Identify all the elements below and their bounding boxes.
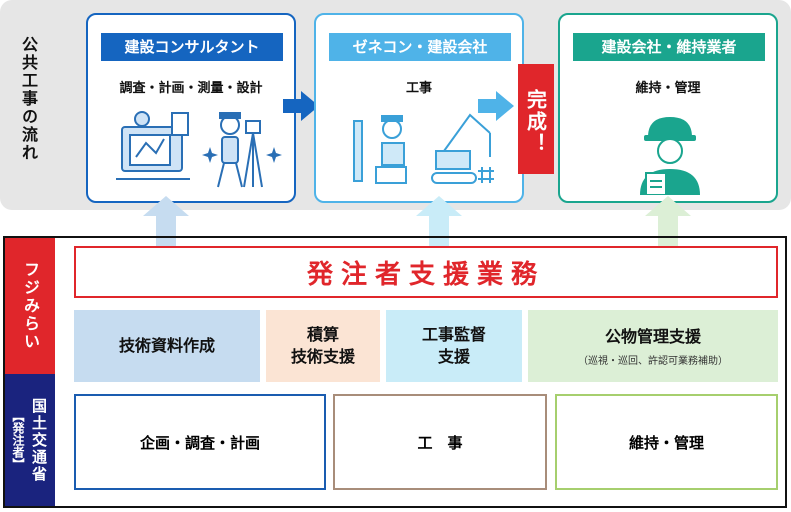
stage-header-contractor: ゼネコン・建設会社 [329,33,511,61]
completion-badge: 完成！ [518,64,554,174]
arrow-up-icon [416,196,462,248]
stage-work-contractor: 工事 [405,81,432,96]
mlit-item-label: 企画・調査・計画 [139,433,260,452]
mlit-item-planning: 企画・調査・計画 [74,394,326,490]
support-item-label: 公物管理支援 [604,326,701,346]
support-item-label: 工事監督 [421,325,486,344]
stage-header-consultant: 建設コンサルタント [101,33,283,61]
support-item-estimation: 積算 技術支援 [266,310,380,382]
stage-header-maintenance: 建設会社・維持業者 [573,33,765,61]
support-item-label: 技術資料作成 [118,336,215,355]
support-title-box: 発注者支援業務 [74,246,778,298]
mlit-label: 国土交通省 [30,397,48,483]
survey-design-illustration [116,111,282,188]
stage-card-maintenance: 建設会社・維持業者 維持・管理 [558,13,778,203]
support-item-technical-docs: 技術資料作成 [74,310,260,382]
support-section-frame [3,236,787,508]
arrow-up-icon [143,196,189,248]
stage-work-maintenance: 維持・管理 [635,81,701,96]
support-item-label: 技術支援 [290,347,355,366]
arrow-up-icon [645,196,691,248]
fujimirai-sidebar: フジみらい [5,238,55,374]
support-item-label: 積算 [306,325,339,344]
construction-illustration [353,113,494,184]
fujimirai-label: フジみらい [21,261,40,351]
mlit-item-label: 維持・管理 [628,433,704,452]
maintenance-worker-illustration [640,117,700,195]
mlit-item-label: 工 事 [417,433,463,452]
mlit-sub-label: 【発注者】 [11,410,25,470]
support-item-supervision: 工事監督 支援 [386,310,522,382]
flow-label: 公共工事の流れ [19,36,38,162]
support-title: 発注者支援業務 [306,259,545,290]
arrow-right-icon [478,91,514,121]
support-item-label: 支援 [437,347,470,366]
mlit-sidebar: 【発注者】 国土交通省 [5,374,55,506]
mlit-item-construction: 工 事 [333,394,547,490]
stage-work-consultant: 調査・計画・測量・設計 [119,81,263,96]
arrow-right-icon [283,91,319,121]
support-item-note: （巡視・巡回、許認可業務補助） [578,355,728,367]
stage-card-contractor: ゼネコン・建設会社 工事 [314,13,524,203]
stage-card-consultant: 建設コンサルタント 調査・計画・測量・設計 [86,13,296,203]
mlit-item-maintenance: 維持・管理 [555,394,778,490]
support-item-public-property: 公物管理支援 （巡視・巡回、許認可業務補助） [528,310,778,382]
